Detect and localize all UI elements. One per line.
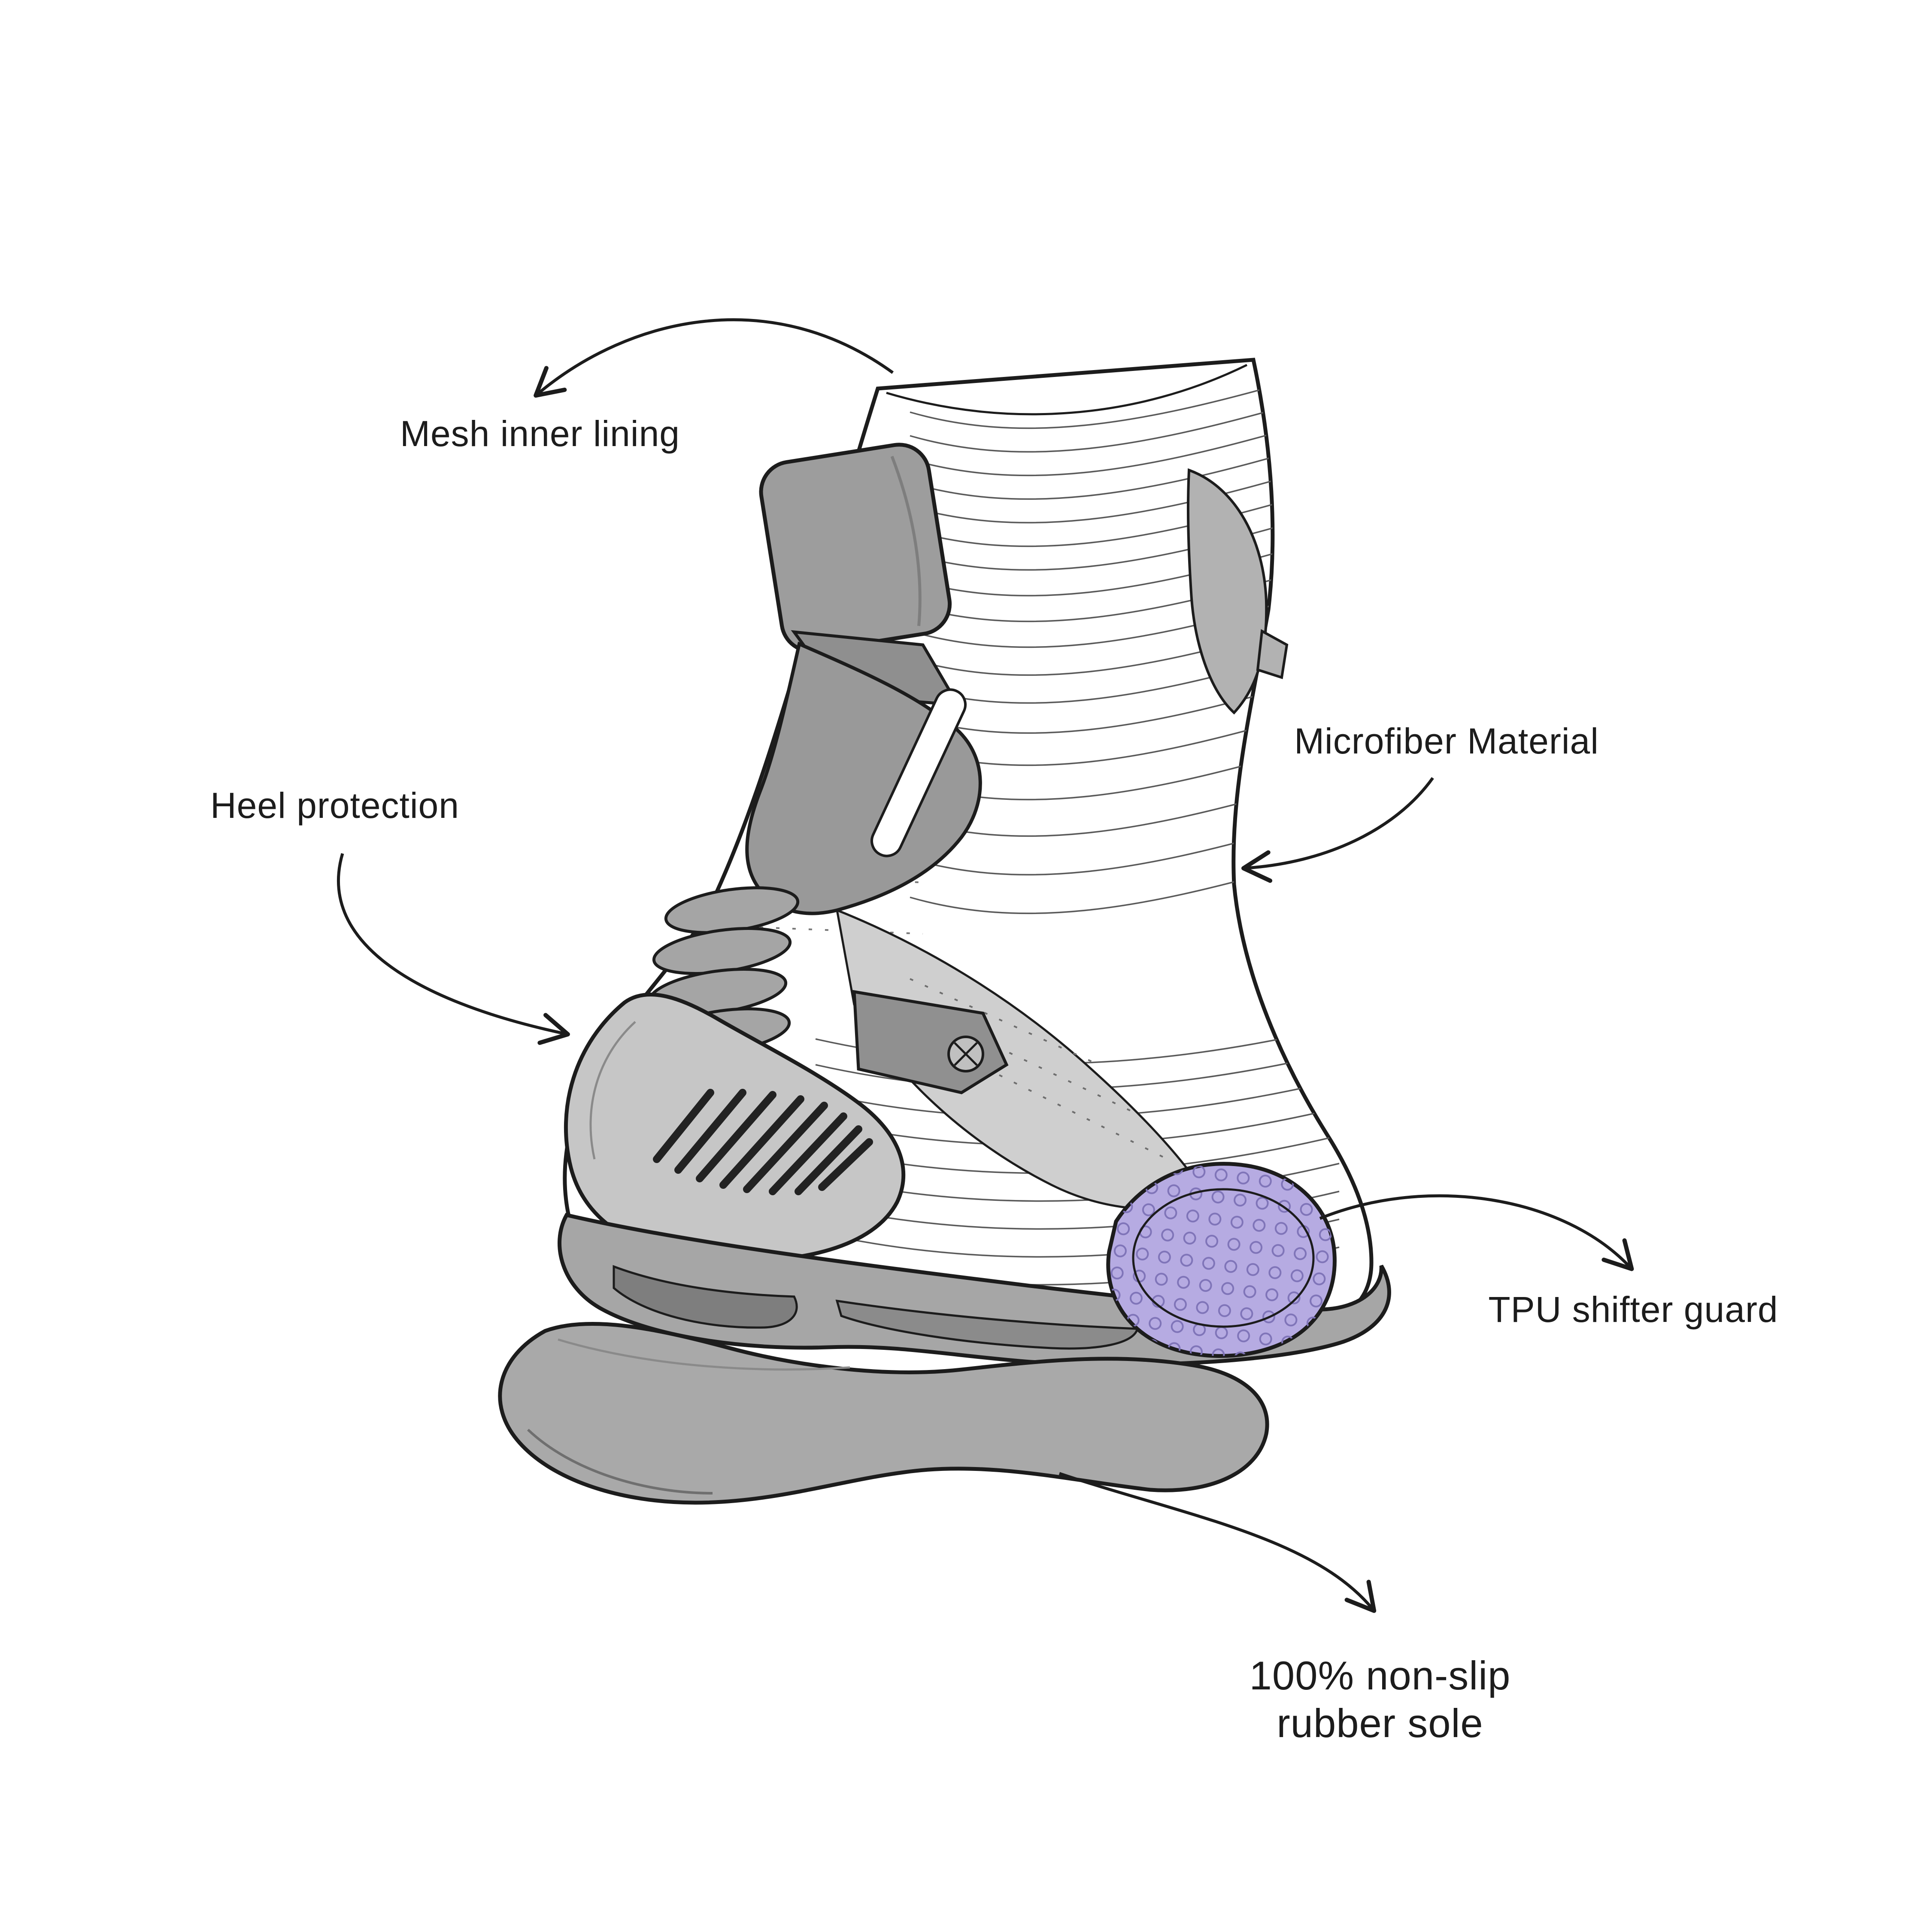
label-microfiber-material: Microfiber Material [1294, 721, 1599, 761]
insole [498, 1322, 1269, 1505]
label-tpu-shifter-guard: TPU shifter guard [1488, 1289, 1778, 1330]
tpu-hex-texture [1108, 1163, 1335, 1356]
tpu-shifter-guard [1106, 1162, 1337, 1358]
label-heel-protection: Heel protection [210, 785, 459, 826]
annotation-arrows [337, 318, 1634, 1613]
arrow-rubber-sole [1059, 1472, 1377, 1613]
label-rubber-sole-line2: rubber sole [1277, 1700, 1483, 1746]
boot-opening-line [886, 364, 1248, 416]
velcro-strap [759, 443, 952, 653]
outsole-mid-lug [835, 1299, 1139, 1350]
outsole-heel-lug [613, 1265, 798, 1329]
arrow-tpu-shifter-guard [1319, 1194, 1634, 1271]
label-rubber-sole: 100% non-slip rubber sole [1250, 1652, 1511, 1747]
side-panel-tab [1256, 629, 1289, 679]
reflective-slit [870, 688, 967, 857]
heel-vent-slats [653, 1089, 873, 1195]
arrow-mesh-inner-lining [534, 318, 894, 398]
ankle-support-panel [745, 641, 982, 915]
shaft-side-panel [1186, 468, 1289, 715]
arrow-microfiber-material [1241, 777, 1434, 883]
buckle [852, 990, 1009, 1094]
arrow-heel-protection [337, 853, 570, 1045]
label-mesh-inner-lining: Mesh inner lining [400, 413, 680, 454]
instep-dashed-lines [910, 978, 1168, 1160]
label-rubber-sole-line1: 100% non-slip [1249, 1653, 1511, 1698]
heel-cup [564, 992, 906, 1263]
boot-upper [565, 360, 1371, 1324]
